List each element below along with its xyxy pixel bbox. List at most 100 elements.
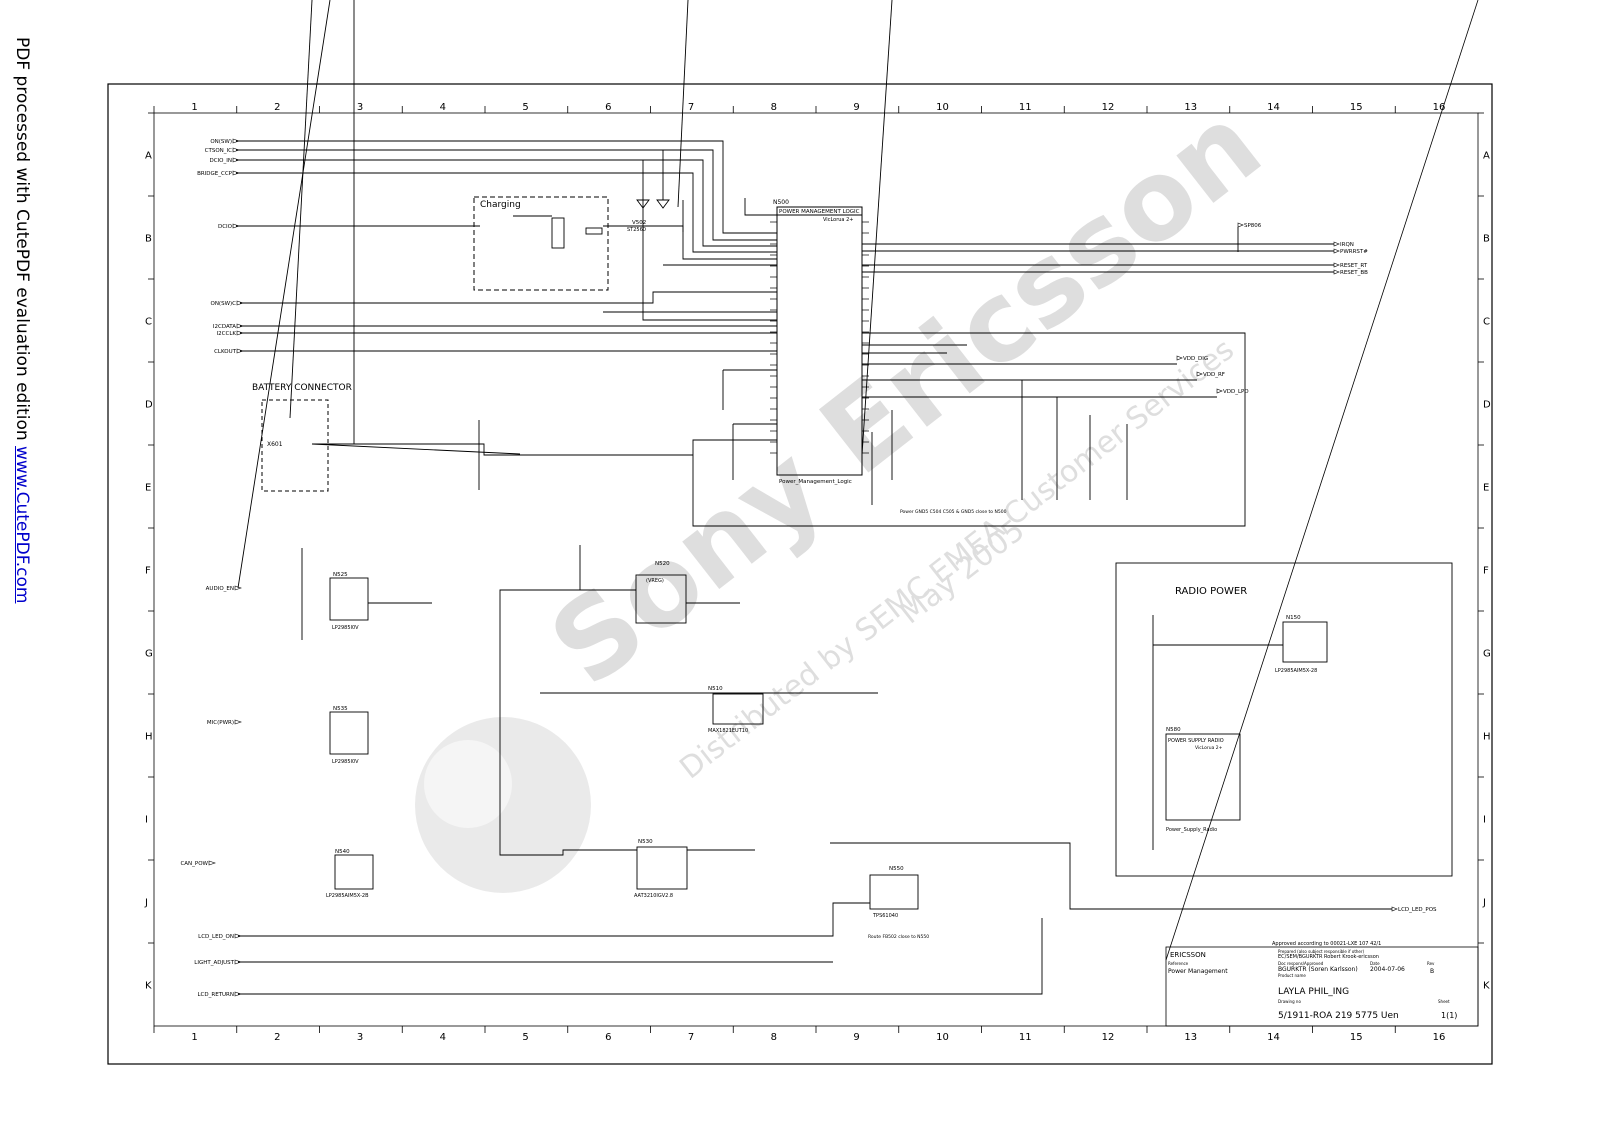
n580-body[interactable] [1165,733,1241,821]
column-label-bottom: 1 [191,1032,197,1043]
n550-body[interactable] [869,874,919,910]
net-arrow-right [1196,371,1203,377]
tb-product: LAYLA PHIL_ING [1278,987,1349,997]
row-label-left: A [145,151,152,162]
battery-pins [289,0,313,419]
title-block-frame [1165,946,1479,1027]
wire-lcd-led-on [238,902,870,937]
v502-label: V502 [632,220,646,226]
net-label-left: LIGHT_ADJUST [194,960,234,966]
radio-power-label: RADIO POWER [1175,586,1247,597]
n500-power-management-ic [776,206,863,476]
wire-onswc [240,291,777,304]
n540-body[interactable] [334,854,374,890]
top-bus-wires [236,140,777,480]
n550-label: N550 [889,866,904,872]
net-arrow-left [232,138,240,144]
wire-loop-e [692,332,1246,527]
wire-gnd-r [861,0,893,456]
column-label-top: 5 [522,102,528,113]
net-label-right: VDD_LPD [1223,389,1249,395]
battery-connector-box [261,399,329,492]
n150-body[interactable] [1282,621,1328,663]
column-label-bottom: 5 [522,1032,528,1043]
n530-body[interactable] [636,846,688,890]
row-label-right: F [1483,566,1489,577]
column-label-bottom: 4 [440,1032,446,1043]
tb-drawing-label: Drawing no [1278,999,1301,1004]
x601-label: X601 [267,441,283,448]
tb-prepared-label: Prepared (also subject responsible if ot… [1278,949,1365,954]
n580-subtitle: VicLorua 2+ [1195,745,1223,751]
n535-label: N535 [333,706,348,712]
n550-part: TPS61040 [872,913,898,919]
radio-power-box [1115,562,1453,877]
n580-label: N580 [1166,727,1181,733]
wire-ctson [236,149,777,241]
boost-note: Route FB502 close to N550 [868,934,929,940]
charging-box [473,196,609,291]
column-label-top: 4 [440,102,446,113]
n520-part: (VREG) [646,578,664,584]
column-label-top: 9 [853,102,859,113]
tb-approved: Approved according to 00021-LXE 107 42/1 [1272,941,1381,947]
sony-ericsson-watermark: Sony Ericsson Distributed by SEMC EMEA C… [415,80,1284,893]
n525-body[interactable] [329,577,369,621]
net-label-left: ON(SW) [210,139,232,145]
net-label-left: LCD_LED_ON [198,934,234,940]
wire-onsw [236,140,777,234]
tb-docresp: BGURKTR (Soren Karlsson) [1278,966,1358,973]
tb-product-label: Product name [1278,973,1306,978]
n510-body[interactable] [712,693,764,725]
c601-cap [677,0,689,208]
n500-footer: Power_Management_Logic [779,479,852,485]
n520-body[interactable] [635,574,687,624]
row-label-right: B [1483,234,1490,245]
net-label-left: CTSON_IC [205,148,233,154]
wire-chgr [642,210,777,321]
row-label-right: G [1483,649,1491,660]
net-arrow-left [234,585,242,591]
n500-ref: N500 [773,199,789,206]
column-label-top: 11 [1019,102,1032,113]
v502-part: ST2560 [627,227,646,233]
n535-body[interactable] [329,711,369,755]
row-label-right: H [1483,732,1491,743]
net-label-left: LCD_RETURN [197,992,234,998]
net-arrow-left [208,860,216,866]
net-label-left: CAN_POW [180,861,208,867]
net-arrow-right [1333,262,1340,268]
battery-wires [289,0,693,490]
row-label-right: K [1483,981,1490,992]
wire-dcioin [236,159,777,247]
column-ruler: 1122334455667788991010111112121313141415… [153,102,1445,1043]
net-arrow-left [234,959,242,965]
cutepdf-link[interactable]: www.CutePDF.com [12,446,32,604]
n580-footer: Power_Supply_Radio [1166,827,1217,833]
column-label-top: 7 [688,102,694,113]
wire-lcd-led-pos [830,842,1392,910]
charging-ic [551,217,565,249]
charging-transistor [513,215,603,249]
title-block [1165,0,1479,1027]
n500-body [776,206,863,476]
wire-n520-loop [499,589,637,856]
row-label-left: B [145,234,152,245]
tb-reference-label: Reference [1168,961,1189,966]
net-label-right: VDD_DIG [1183,356,1208,362]
n150-label: N150 [1286,615,1301,621]
v502-diode-b [656,199,670,209]
row-label-right: I [1483,815,1486,826]
row-label-left: G [145,649,153,660]
net-label-left: I2CDATA [213,324,236,330]
wire-n520-en [579,545,636,591]
column-label-top: 15 [1350,102,1363,113]
net-arrow-left [236,323,244,329]
net-arrow-left [234,933,242,939]
n525-part: LP2985I0V [332,625,359,631]
column-label-bottom: 15 [1350,1032,1363,1043]
column-label-bottom: 13 [1184,1032,1197,1043]
tb-docresp-label: Doc respons/Approved [1278,961,1324,966]
row-label-right: A [1483,151,1490,162]
